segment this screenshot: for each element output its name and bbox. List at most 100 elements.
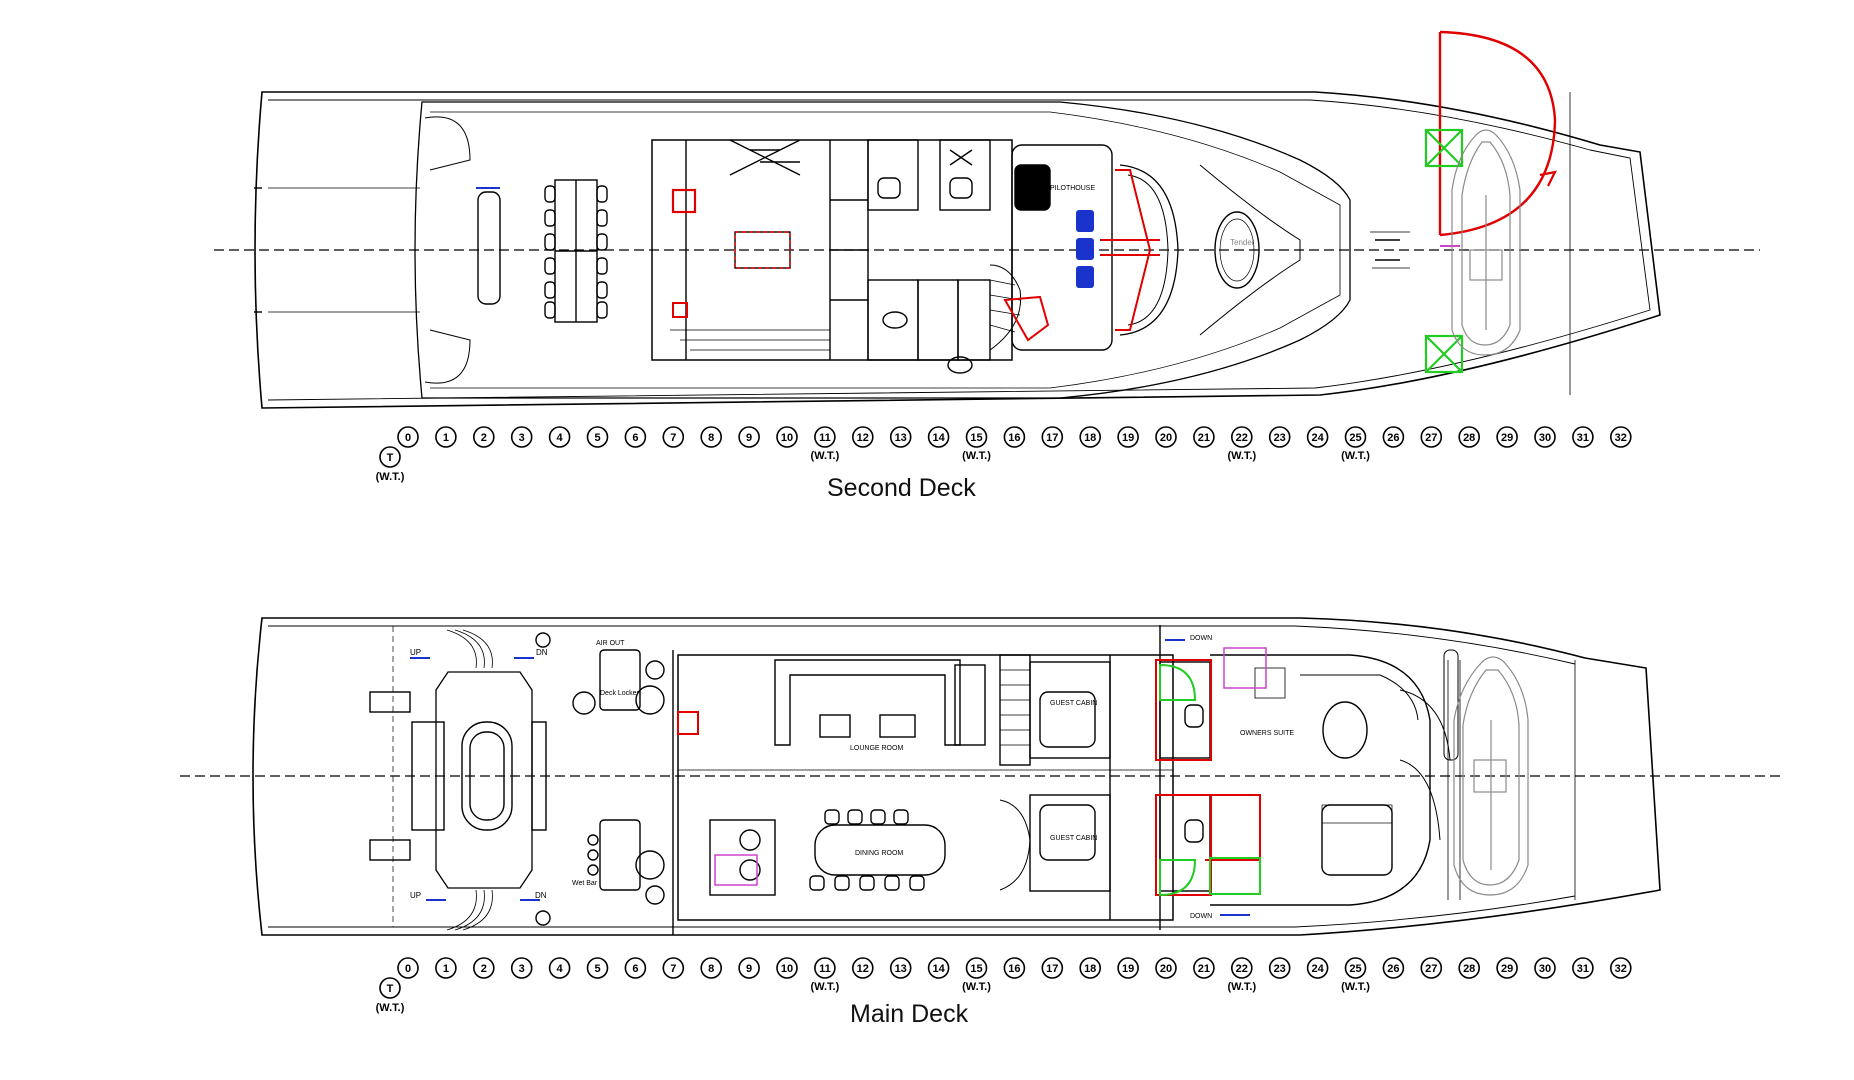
- frame-circle: [472, 957, 495, 979]
- lounge-sofa: [774, 659, 961, 746]
- frame-number: 3: [519, 963, 525, 975]
- frame-circle: [738, 957, 760, 979]
- aft-jacuzzi: [461, 721, 513, 831]
- frame-number: 21: [1198, 963, 1210, 975]
- frame-circle: [738, 426, 760, 448]
- frame-circle: [1458, 957, 1480, 979]
- frame-number: 25: [1349, 963, 1361, 975]
- main-dining-table: [814, 824, 946, 876]
- frame-circle: [1534, 957, 1556, 979]
- frame-number: 18: [1084, 432, 1096, 444]
- upper-head-2: [939, 139, 991, 211]
- frame-number: 2: [481, 432, 487, 444]
- helm-console: [1119, 164, 1179, 336]
- second-deck-title: Second Deck: [827, 474, 976, 502]
- frame-number: 12: [857, 963, 869, 975]
- frame-number: 23: [1274, 963, 1286, 975]
- frame-circle: [548, 957, 571, 979]
- frame-circle: [1041, 426, 1064, 448]
- frame-number: 3: [519, 432, 525, 444]
- main-deck-highlights: [410, 639, 1267, 916]
- frame-circle: [1458, 426, 1480, 448]
- fore-hatch: [1214, 211, 1260, 289]
- frame-circle: [1155, 426, 1177, 448]
- frame-number: 15: [970, 432, 982, 444]
- frame-number: 1: [443, 963, 449, 975]
- frame-number: 32: [1615, 432, 1627, 444]
- frame-number: 15: [970, 963, 982, 975]
- frame-circle: [1231, 957, 1253, 979]
- frame-circle: [1344, 426, 1367, 448]
- frame-number: 27: [1425, 963, 1437, 975]
- transom-marker: [379, 977, 401, 999]
- frame-circle: [1572, 426, 1594, 448]
- watertight-label: (W.T.): [811, 981, 840, 993]
- frame-number: 14: [932, 963, 945, 975]
- frame-number: 8: [708, 432, 714, 444]
- frame-circle: [1610, 957, 1632, 979]
- frame-circle: [851, 957, 874, 979]
- frame-number: 7: [670, 963, 676, 975]
- frame-circle: [889, 426, 912, 448]
- frame-number: 2: [481, 963, 487, 975]
- watertight-label: (W.T.): [376, 1002, 405, 1014]
- frame-circle: [1079, 426, 1101, 448]
- frame-number: 1: [443, 432, 449, 444]
- frame-number: 4: [557, 963, 564, 975]
- frame-number: 7: [670, 432, 676, 444]
- frame-number: 5: [594, 963, 600, 975]
- frame-number: 11: [819, 963, 831, 975]
- frame-number: 18: [1084, 963, 1096, 975]
- frame-circle: [776, 426, 798, 448]
- frame-number: 31: [1577, 963, 1589, 975]
- frame-circle: [1041, 957, 1064, 979]
- frame-circle: [851, 426, 874, 448]
- frame-number: 20: [1160, 963, 1172, 975]
- frame-number: 30: [1539, 432, 1551, 444]
- frame-circle: [1534, 426, 1556, 448]
- aft-jacuzzi-deck: [435, 671, 533, 889]
- frame-circle: [1306, 426, 1329, 448]
- tender-crane-swing-arc: [1439, 30, 1557, 237]
- owners-bed: [1321, 804, 1393, 876]
- watertight-label: (W.T.): [1227, 450, 1256, 462]
- frame-circle: [1193, 426, 1215, 448]
- frame-number: 21: [1198, 432, 1210, 444]
- frame-number: 13: [895, 432, 907, 444]
- frame-circle: [1193, 957, 1215, 979]
- down-label-1: DOWN: [1190, 635, 1212, 642]
- frame-number: 28: [1463, 432, 1475, 444]
- frame-circle: [1231, 426, 1253, 448]
- frame-number: 24: [1311, 963, 1324, 975]
- deck-locker-label: Deck Locker: [600, 690, 640, 697]
- frame-circle: [1003, 957, 1026, 979]
- frame-number: 28: [1463, 963, 1475, 975]
- frame-circle: [965, 957, 988, 979]
- hull-outline: [252, 617, 1661, 936]
- frame-number: 23: [1274, 432, 1286, 444]
- frame-number: 9: [746, 432, 752, 444]
- frame-circle: [510, 957, 533, 979]
- frame-circle: [1003, 426, 1026, 448]
- frame-number: 6: [632, 432, 638, 444]
- tender-boat-lower: [1453, 656, 1529, 896]
- pilothouse-label: PILOTHOUSE: [1050, 185, 1095, 192]
- frame-number: 11: [819, 432, 831, 444]
- second-deck-highlights: [476, 30, 1557, 374]
- frame-number: 5: [594, 432, 600, 444]
- owners-suite-label: OWNERS SUITE: [1240, 730, 1294, 737]
- frame-circle: [889, 957, 912, 979]
- frame-circle: [397, 426, 419, 448]
- green-davit-2: [1424, 334, 1464, 374]
- transom-label: T: [387, 983, 394, 995]
- frame-number: 20: [1160, 432, 1172, 444]
- guest-cabin-label-2: GUEST CABIN: [1050, 835, 1097, 842]
- frame-circle: [1496, 957, 1518, 979]
- aft-sofa: [477, 191, 501, 305]
- frame-circle: [662, 426, 685, 448]
- frame-circle: [814, 426, 836, 448]
- frame-circle: [1079, 957, 1101, 979]
- frame-circle: [1117, 957, 1139, 979]
- main-spiral-stair: [999, 799, 1031, 891]
